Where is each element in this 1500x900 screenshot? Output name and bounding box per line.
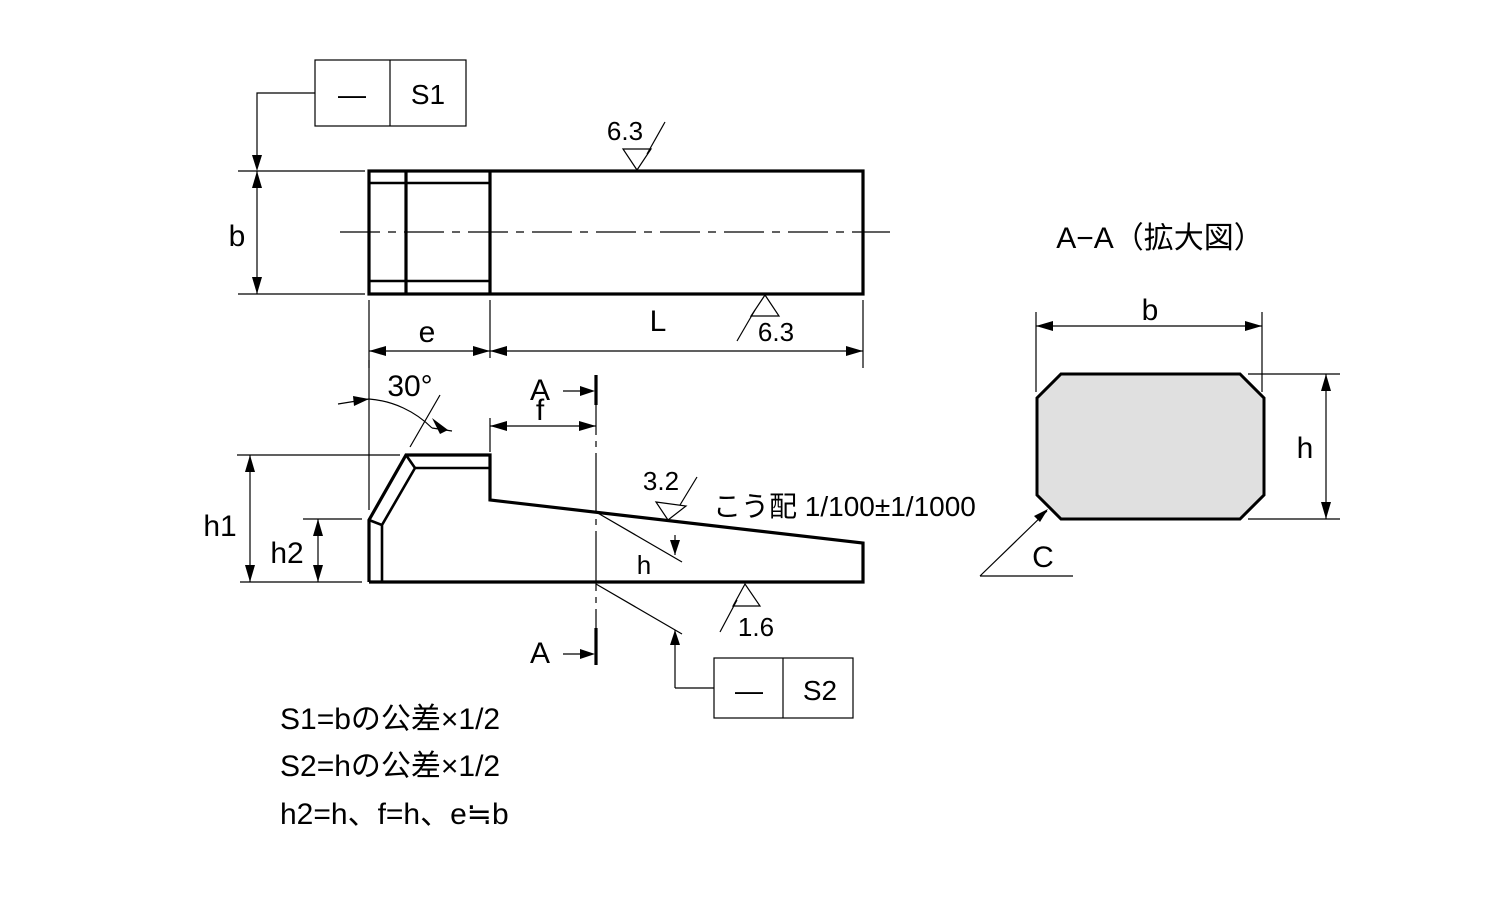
straightness-symbol: —: [338, 79, 366, 110]
arrow-icon: [580, 649, 595, 659]
arrow-icon: [1245, 321, 1262, 331]
roughness-value-base: 1.6: [738, 612, 774, 642]
roughness-value-slope: 3.2: [643, 466, 679, 496]
side-view-outline: [367, 453, 865, 584]
arrow-icon: [1034, 509, 1048, 522]
arrow-icon: [252, 155, 262, 171]
arrow-icon: [670, 630, 680, 645]
ext-line-h-bottom: [595, 583, 683, 635]
arrow-icon: [579, 421, 596, 431]
arrow-icon: [473, 346, 490, 356]
section-label-bottom: A: [530, 637, 550, 670]
arrow-icon: [313, 519, 323, 536]
roughness-symbol-tail: [646, 121, 666, 155]
roughness-symbol-icon: [749, 293, 781, 317]
section-view-title: A−A（拡大図）: [1056, 222, 1264, 255]
arrow-icon: [846, 346, 863, 356]
roughness-symbol-icon: [731, 582, 762, 607]
roughness-symbol-tail: [719, 599, 738, 633]
arrow-icon: [670, 540, 680, 555]
arrow-icon: [245, 565, 255, 582]
dim-label-section-h: h: [1297, 432, 1314, 465]
arrow-icon: [1321, 374, 1331, 391]
roughness-symbol-tail: [679, 476, 698, 506]
roughness-value-top: 6.3: [607, 116, 643, 146]
section-label-top: A: [530, 374, 550, 407]
note-line: S2=hの公差×1/2: [280, 750, 500, 783]
dim-label-l: L: [650, 305, 667, 338]
dim-label-section-b: b: [1142, 294, 1159, 327]
arrow-icon: [490, 421, 507, 431]
section-shape: [1035, 372, 1266, 521]
note-line: h2=h、f=h、e≒b: [280, 798, 509, 831]
slope-note: こう配 1/100±1/1000: [713, 491, 976, 522]
straightness-symbol: —: [735, 675, 763, 706]
roughness-symbol-icon: [654, 501, 688, 521]
dim-label-h2: h2: [270, 537, 303, 570]
dim-label-b: b: [229, 220, 246, 253]
notes: S1=bの公差×1/2 S2=hの公差×1/2 h2=h、f=h、e≒b: [280, 703, 509, 831]
roughness-value-bottom: 6.3: [758, 317, 794, 347]
dim-label-f: f: [536, 394, 545, 427]
roughness-symbol-tail: [736, 309, 756, 342]
chamfer-label: C: [1032, 541, 1054, 574]
arrow-icon: [252, 171, 262, 188]
side-view-chamfer-corner: [368, 518, 383, 527]
arrow-icon: [1036, 321, 1053, 331]
tolerance-value-s2: S2: [803, 675, 837, 706]
dim-label-h: h: [637, 550, 651, 580]
roughness-symbol-icon: [621, 148, 653, 172]
arrow-icon: [353, 396, 369, 406]
arrow-icon: [245, 455, 255, 472]
side-view-chamfer-corner: [404, 454, 417, 469]
arrow-icon: [490, 346, 507, 356]
side-view: 30° h1 h2 f A A: [203, 360, 976, 719]
arrow-icon: [252, 277, 262, 294]
arrow-icon: [580, 386, 595, 396]
top-view: b — S1 6.3 6.3 e L: [229, 59, 890, 368]
ext-line-h-top: [595, 511, 683, 563]
chamfer-leader: [979, 510, 1048, 577]
angle-label: 30°: [387, 370, 432, 403]
side-view-chamfer-line: [380, 466, 490, 582]
arrow-icon: [1321, 502, 1331, 519]
arrow-icon: [432, 418, 448, 434]
arrow-icon: [369, 346, 386, 356]
dim-label-e: e: [419, 316, 436, 349]
tolerance-value-s1: S1: [411, 79, 445, 110]
section-view: A−A（拡大図） b h C: [979, 222, 1340, 577]
arrow-icon: [313, 565, 323, 582]
note-line: S1=bの公差×1/2: [280, 703, 500, 736]
angle-arc: [368, 398, 433, 429]
leader-line-s1: [256, 92, 315, 160]
dim-label-h1: h1: [203, 510, 236, 543]
